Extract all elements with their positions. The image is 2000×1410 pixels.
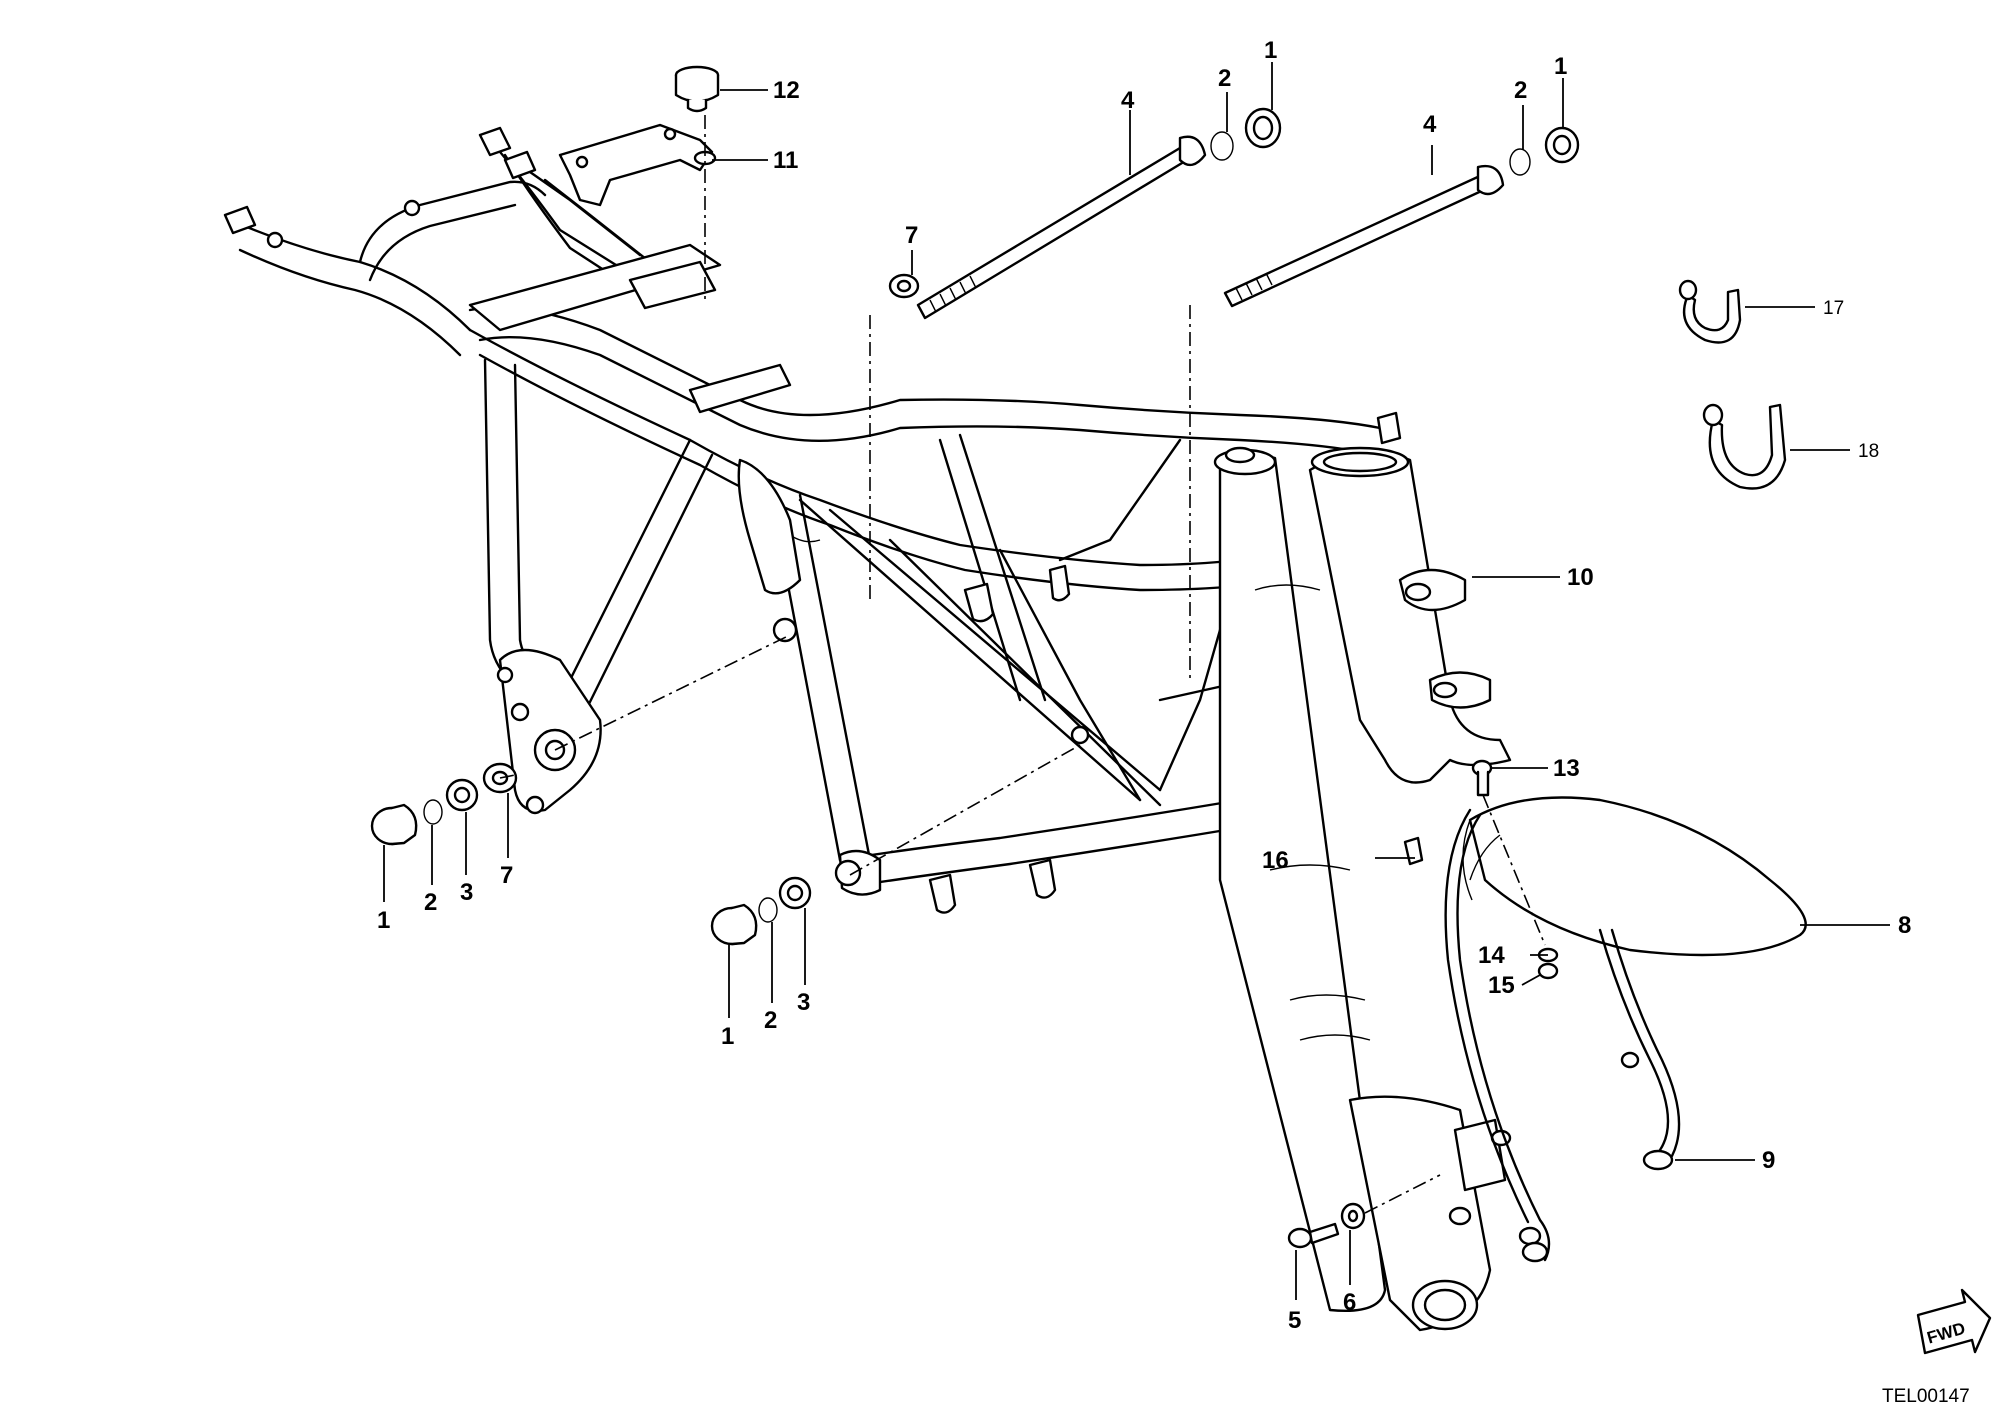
callout-2-pivot-left: 2 xyxy=(424,889,437,916)
rubber-bumper xyxy=(674,65,720,113)
steering-head xyxy=(1308,411,1512,784)
callout-3-pivot-center: 3 xyxy=(797,989,810,1016)
callout-4-right: 4 xyxy=(1423,111,1437,138)
hose-clamp-18 xyxy=(1702,403,1787,490)
callout-11: 11 xyxy=(773,147,798,174)
nut-pivot-left xyxy=(445,778,479,812)
callout-1-top-left: 1 xyxy=(1264,37,1277,64)
drawing-code: TEL00147 xyxy=(1882,1386,1970,1407)
callout-5: 5 xyxy=(1288,1307,1301,1334)
callout-8: 8 xyxy=(1898,912,1911,939)
front-fork xyxy=(1213,446,1542,1332)
fender-screw xyxy=(1471,759,1493,797)
plug-top-left xyxy=(1244,107,1282,149)
callout-10: 10 xyxy=(1567,564,1594,591)
assembly-lines xyxy=(499,115,1546,1214)
main-frame xyxy=(223,126,1382,914)
front-fender xyxy=(1462,796,1807,957)
bolt-fork xyxy=(1287,1222,1340,1249)
leader-lines xyxy=(383,62,1890,1300)
fender-nut xyxy=(1537,962,1559,980)
fender-stay xyxy=(1444,808,1681,1263)
callout-17: 17 xyxy=(1823,298,1844,319)
callout-2-top-left: 2 xyxy=(1218,65,1231,92)
callout-2-top-right: 2 xyxy=(1514,77,1527,104)
circlip-top-right xyxy=(1509,148,1531,176)
nut-pivot-center xyxy=(778,876,812,910)
callout-15: 15 xyxy=(1488,972,1515,999)
callout-13: 13 xyxy=(1553,755,1580,782)
callouts: 12 11 4 2 1 4 2 1 7 17 18 10 13 16 8 14 … xyxy=(377,37,1911,1334)
spacer-top xyxy=(888,273,920,299)
plug-pivot-left xyxy=(370,803,418,846)
forward-arrow-icon: FWD xyxy=(1916,1288,1992,1355)
callout-7-pivot-left: 7 xyxy=(500,862,513,889)
plug-pivot-center xyxy=(710,903,758,946)
circlip-top-left xyxy=(1210,131,1234,161)
circlip-pivot-center xyxy=(758,897,778,923)
callout-1-top-right: 1 xyxy=(1554,53,1567,80)
bracket-plate xyxy=(558,123,717,207)
callout-16: 16 xyxy=(1262,847,1289,874)
callout-18: 18 xyxy=(1858,441,1879,462)
circlip-pivot-left xyxy=(423,799,443,825)
callout-9: 9 xyxy=(1762,1147,1775,1174)
axle-rod-left xyxy=(916,135,1207,320)
callout-6: 6 xyxy=(1343,1289,1356,1316)
cable-clip xyxy=(1403,836,1424,866)
callout-1-pivot-left: 1 xyxy=(377,907,390,934)
callout-12: 12 xyxy=(773,77,800,104)
hose-clamp-17 xyxy=(1678,279,1742,344)
callout-4-left: 4 xyxy=(1121,87,1135,114)
washer-fork xyxy=(1340,1202,1366,1230)
callout-14: 14 xyxy=(1478,942,1505,969)
axle-rod-right xyxy=(1223,164,1505,308)
plug-top-right xyxy=(1544,126,1580,164)
callout-3-pivot-left: 3 xyxy=(460,879,473,906)
callout-7-top: 7 xyxy=(905,222,918,249)
callout-2-pivot-center: 2 xyxy=(764,1007,777,1034)
callout-1-pivot-center: 1 xyxy=(721,1023,734,1050)
